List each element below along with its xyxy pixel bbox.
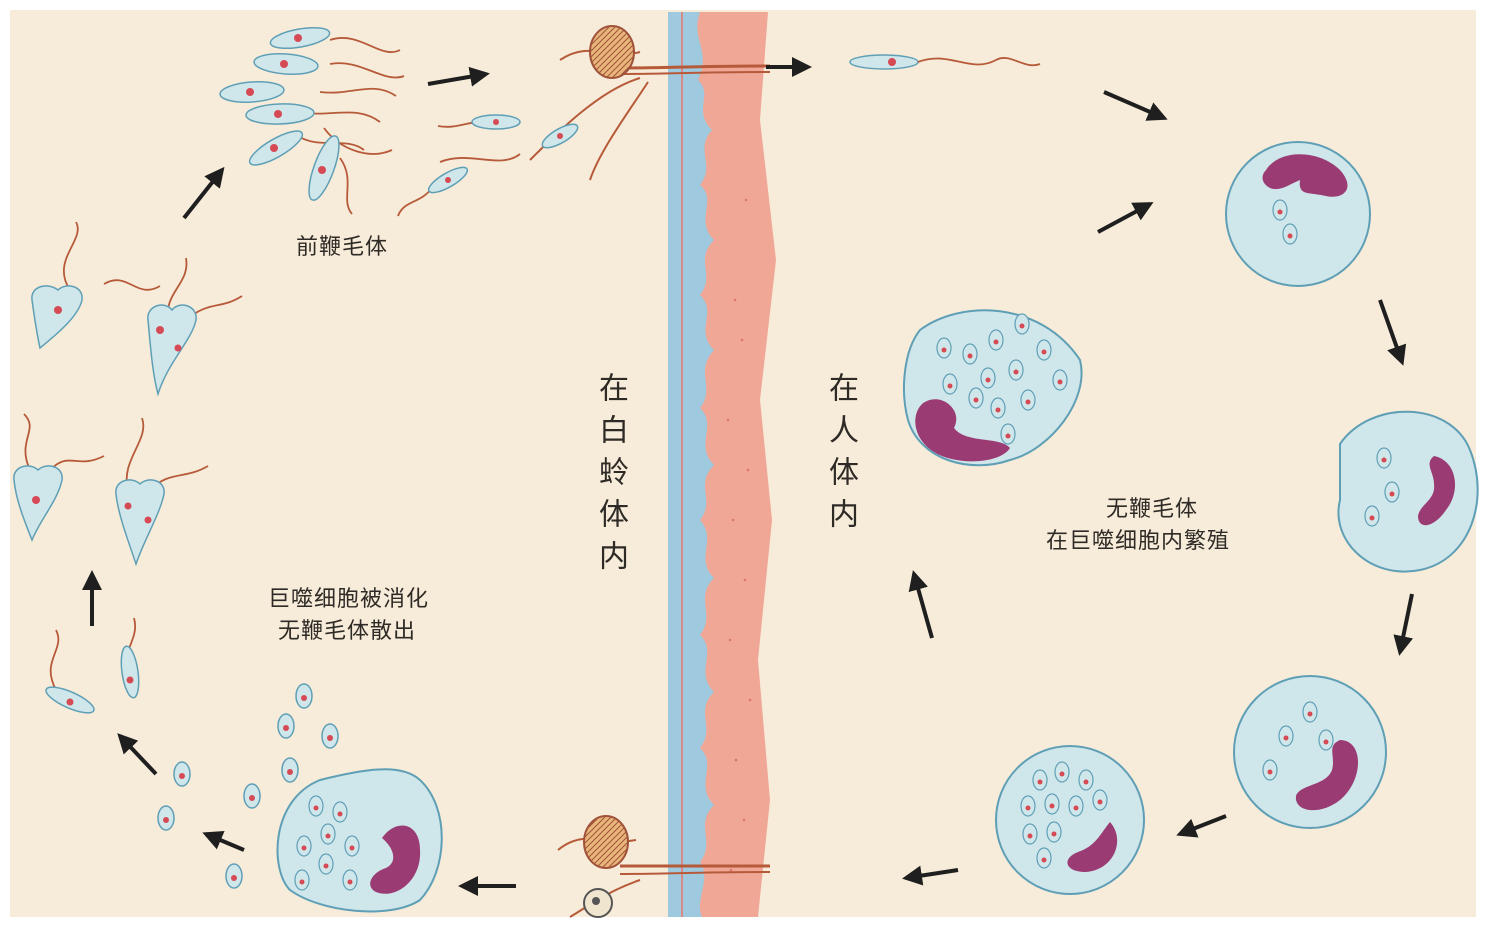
label-amastigote-line2: 在巨噬细胞内繁殖 [1046,526,1230,558]
macrophage-icon [1338,412,1477,572]
label-in-human: 在人体内 [818,372,862,540]
macrophage-icon [1234,676,1386,828]
label-amastigote-line1: 无鞭毛体 [1046,494,1230,526]
label-amastigote: 无鞭毛体 在巨噬细胞内繁殖 [1046,494,1230,558]
macrophage-icon [996,746,1144,894]
macrophage-icon [1226,142,1370,286]
label-macrophage-digested-line2: 无鞭毛体散出 [268,616,429,648]
label-in-sandfly: 在白蛉体内 [588,372,632,582]
skin-layer [668,12,776,917]
label-macrophage-digested-line1: 巨噬细胞被消化 [268,584,429,616]
label-promastigote: 前鞭毛体 [296,232,388,264]
macrophage-icon [278,769,442,911]
label-macrophage-digested: 巨噬细胞被消化 无鞭毛体散出 [268,584,429,648]
